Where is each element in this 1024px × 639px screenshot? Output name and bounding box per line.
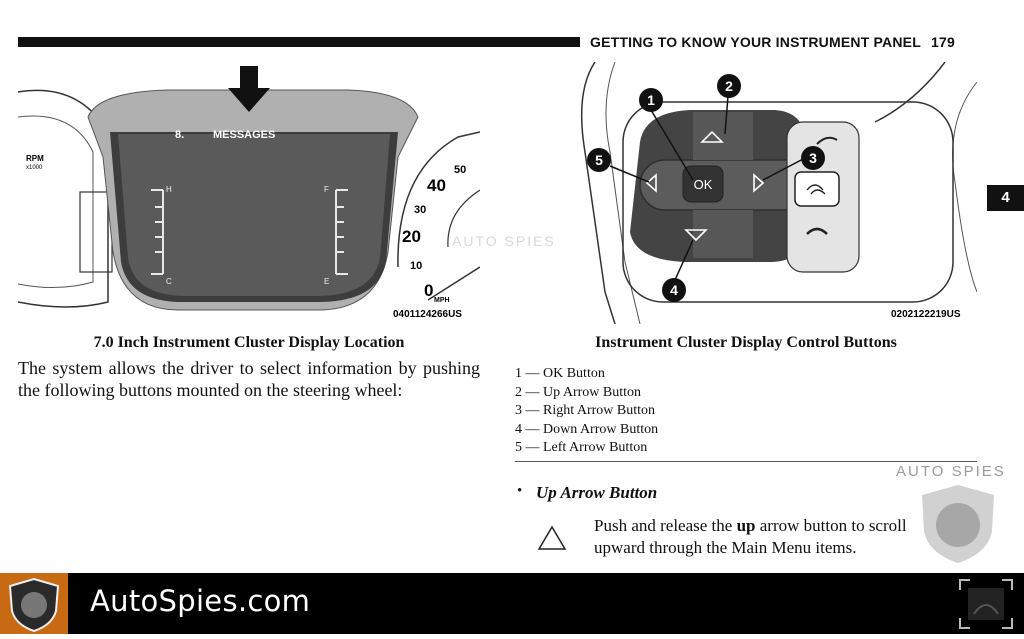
bullet-title: Up Arrow Button <box>536 483 658 502</box>
ok-button <box>682 165 724 203</box>
shield-logo-icon <box>8 577 60 633</box>
callout-3 <box>801 146 825 170</box>
footer-site-name[interactable]: AutoSpies.com <box>90 584 311 618</box>
page-number: 179 <box>930 34 955 50</box>
speedometer-outline <box>397 131 480 268</box>
figure-caption-right: Instrument Cluster Display Control Butto… <box>595 334 897 351</box>
up-triangle-icon <box>537 525 567 550</box>
display-number: 8. <box>175 129 184 141</box>
bullet-dot: • <box>517 483 523 499</box>
section-tab: 4 <box>987 185 1024 211</box>
fuel-gauge <box>335 189 348 275</box>
callout-5 <box>587 148 611 172</box>
speed-tick: 50 <box>454 164 466 176</box>
callout-4-label: 4 <box>670 282 678 298</box>
header-title: GETTING TO KNOW YOUR INSTRUMENT PANEL <box>590 34 921 50</box>
figure-code: 0202122219US <box>891 309 961 320</box>
bullet-text-before: Push and release the <box>594 516 737 535</box>
legend-item: 4 — Down Arrow Button <box>515 421 659 437</box>
ok-button-label: OK <box>694 177 713 192</box>
steering-wheel-outline <box>580 62 616 324</box>
camera-frame-icon[interactable] <box>958 578 1014 630</box>
phone-answer-icon <box>816 136 838 145</box>
temperature-gauge <box>151 189 164 275</box>
rpm-label: RPM <box>26 154 44 163</box>
speed-needle <box>427 266 480 301</box>
left-arrow-icon <box>645 173 657 193</box>
voice-icon <box>806 184 826 195</box>
speed-tick: 10 <box>410 260 422 272</box>
tachometer-inner <box>18 115 94 289</box>
bullet-text-after: arrow button to scroll <box>755 516 907 535</box>
legend-item: 3 — Right Arrow Button <box>515 403 656 418</box>
temp-low-label: C <box>166 277 172 286</box>
watermark-shield-logo <box>922 485 994 563</box>
speed-tick: 30 <box>414 204 426 216</box>
callout-2 <box>717 74 741 98</box>
speed-tick: 40 <box>427 176 446 195</box>
voice-button <box>794 171 840 207</box>
speed-tick: 0 <box>424 281 433 300</box>
phone-hangup-icon <box>806 227 828 235</box>
callout-2-label: 2 <box>725 78 733 94</box>
right-arrow-icon <box>753 173 765 193</box>
fuel-full-label: F <box>324 185 329 194</box>
down-arrow-icon <box>684 229 708 242</box>
bullet-text-bold: up <box>736 516 756 535</box>
bullet-text-line2: upward through the Main Menu items. <box>594 538 857 557</box>
left-pod <box>79 191 113 273</box>
section-divider <box>515 461 977 462</box>
callout-3-label: 3 <box>809 150 817 166</box>
footer-bar <box>0 573 1024 634</box>
callout-1-label: 1 <box>647 92 655 108</box>
watermark-text: AUTO SPIES <box>896 463 1006 480</box>
body-paragraph: The system allows the driver to select i… <box>18 358 480 400</box>
callout-1 <box>639 88 663 112</box>
switch-bezel <box>622 101 954 303</box>
legend-item: 5 — Left Arrow Button <box>515 440 648 455</box>
legend-item: 2 — Up Arrow Button <box>515 384 641 400</box>
control-buttons-figure: OK 1 2 3 4 5 0202122219US <box>580 62 977 324</box>
watermark-text: AUTO SPIES <box>452 233 556 249</box>
autospies-logo[interactable] <box>0 573 68 634</box>
rpm-multiplier: x1000 <box>26 165 43 171</box>
page-header: GETTING TO KNOW YOUR INSTRUMENT PANEL 179 <box>590 34 955 50</box>
speed-tick: 20 <box>402 227 421 246</box>
legend-item: 1 — OK Button <box>515 366 605 381</box>
header-rule <box>18 37 580 47</box>
instrument-cluster-figure: RPM x1000 8. MESSAGES H C F E 50 40 30 2… <box>18 66 480 320</box>
speed-unit: MPH <box>434 297 450 304</box>
bullet-description: Push and release the up arrow button to … <box>594 515 994 559</box>
down-pointer-arrow <box>228 66 270 112</box>
callout-4 <box>662 278 686 302</box>
figure-caption-left: 7.0 Inch Instrument Cluster Display Loca… <box>93 334 405 351</box>
up-arrow-icon <box>700 130 724 143</box>
fuel-empty-label: E <box>324 277 329 286</box>
temp-high-label: H <box>166 185 172 194</box>
legend-list: 1 — OK Button 2 — Up Arrow Button 3 — Ri… <box>515 365 658 458</box>
figure-code: 0401124266US <box>393 309 462 320</box>
callout-5-label: 5 <box>595 152 603 168</box>
display-title: MESSAGES <box>213 129 275 141</box>
